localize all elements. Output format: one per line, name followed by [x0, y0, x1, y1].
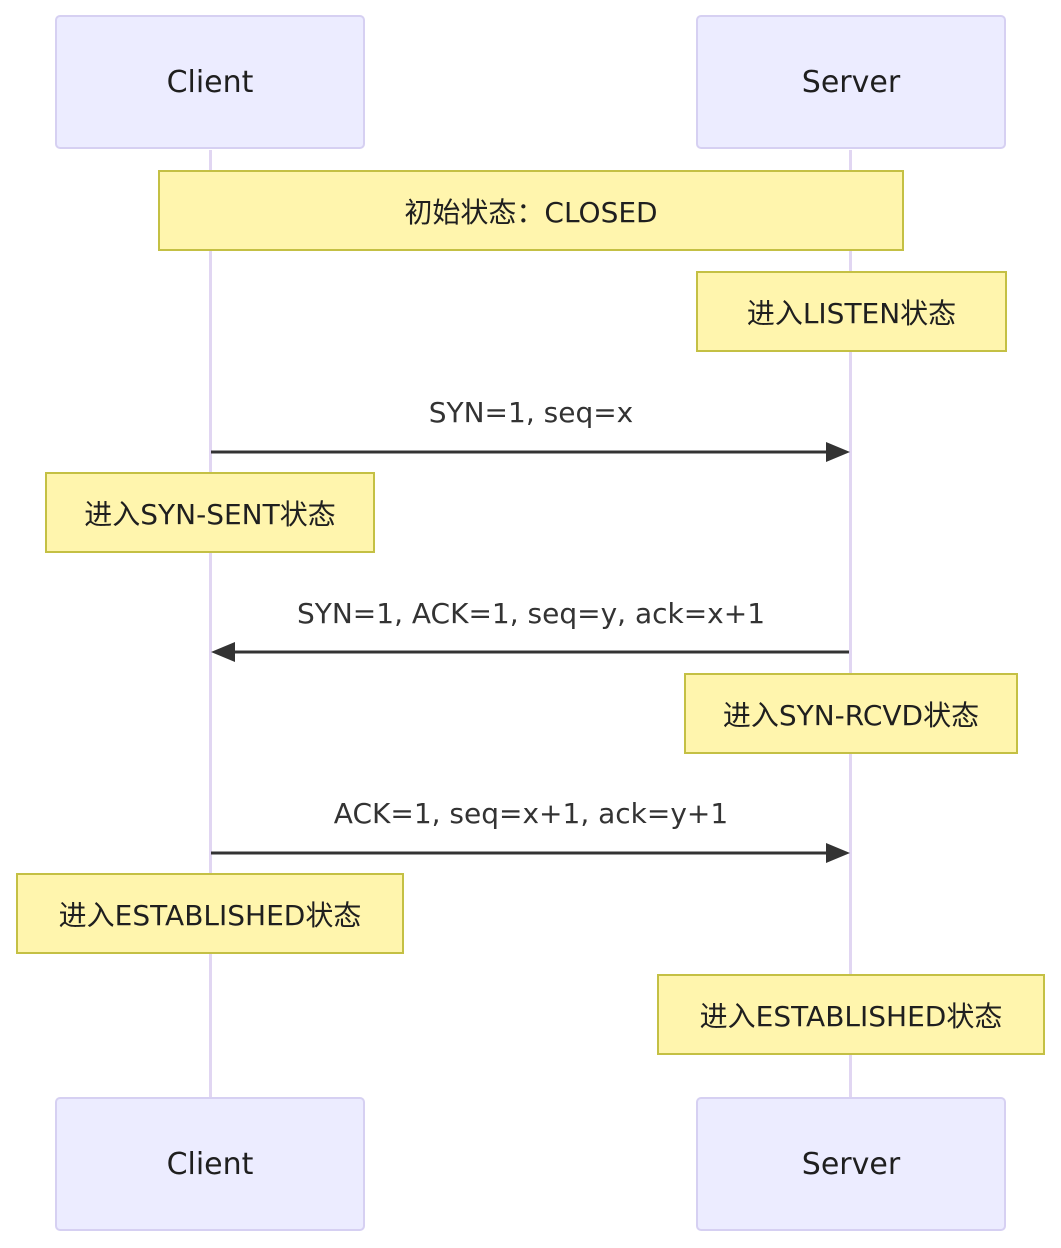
client-lifeline — [209, 150, 212, 1097]
server-actor-bottom-label: Server — [801, 1146, 901, 1182]
server-actor-top: Server — [696, 15, 1006, 149]
note-server-established: 进入ESTABLISHED状态 — [657, 974, 1045, 1055]
message-syn-label: SYN=1, seq=x — [428, 396, 634, 429]
arrowhead-right-icon — [826, 843, 850, 863]
message-ack-arrow — [211, 843, 850, 863]
note-initial-closed-text: 初始状态：CLOSED — [404, 195, 658, 229]
note-client-syn-sent-text: 进入SYN-SENT状态 — [84, 497, 336, 531]
client-actor-bottom: Client — [55, 1097, 365, 1231]
message-syn-ack-arrow — [211, 642, 849, 662]
note-client-established-text: 进入ESTABLISHED状态 — [58, 898, 362, 932]
note-server-listen: 进入LISTEN状态 — [696, 271, 1007, 352]
message-syn-ack-label: SYN=1, ACK=1, seq=y, ack=x+1 — [296, 597, 766, 630]
client-actor-bottom-label: Client — [166, 1146, 254, 1182]
arrowhead-left-icon — [211, 642, 235, 662]
server-lifeline — [849, 150, 852, 1097]
client-actor-top: Client — [55, 15, 365, 149]
arrowhead-right-icon — [826, 442, 850, 462]
message-ack-label: ACK=1, seq=x+1, ack=y+1 — [333, 797, 729, 830]
note-server-syn-rcvd: 进入SYN-RCVD状态 — [684, 673, 1018, 754]
note-client-established: 进入ESTABLISHED状态 — [16, 873, 404, 954]
note-initial-closed: 初始状态：CLOSED — [158, 170, 904, 251]
note-client-syn-sent: 进入SYN-SENT状态 — [45, 472, 375, 553]
message-syn-arrow — [211, 442, 850, 462]
note-server-syn-rcvd-text: 进入SYN-RCVD状态 — [722, 698, 980, 732]
server-actor-top-label: Server — [801, 64, 901, 100]
note-server-established-text: 进入ESTABLISHED状态 — [699, 999, 1003, 1033]
server-actor-bottom: Server — [696, 1097, 1006, 1231]
note-server-listen-text: 进入LISTEN状态 — [746, 296, 957, 330]
client-actor-top-label: Client — [166, 64, 254, 100]
